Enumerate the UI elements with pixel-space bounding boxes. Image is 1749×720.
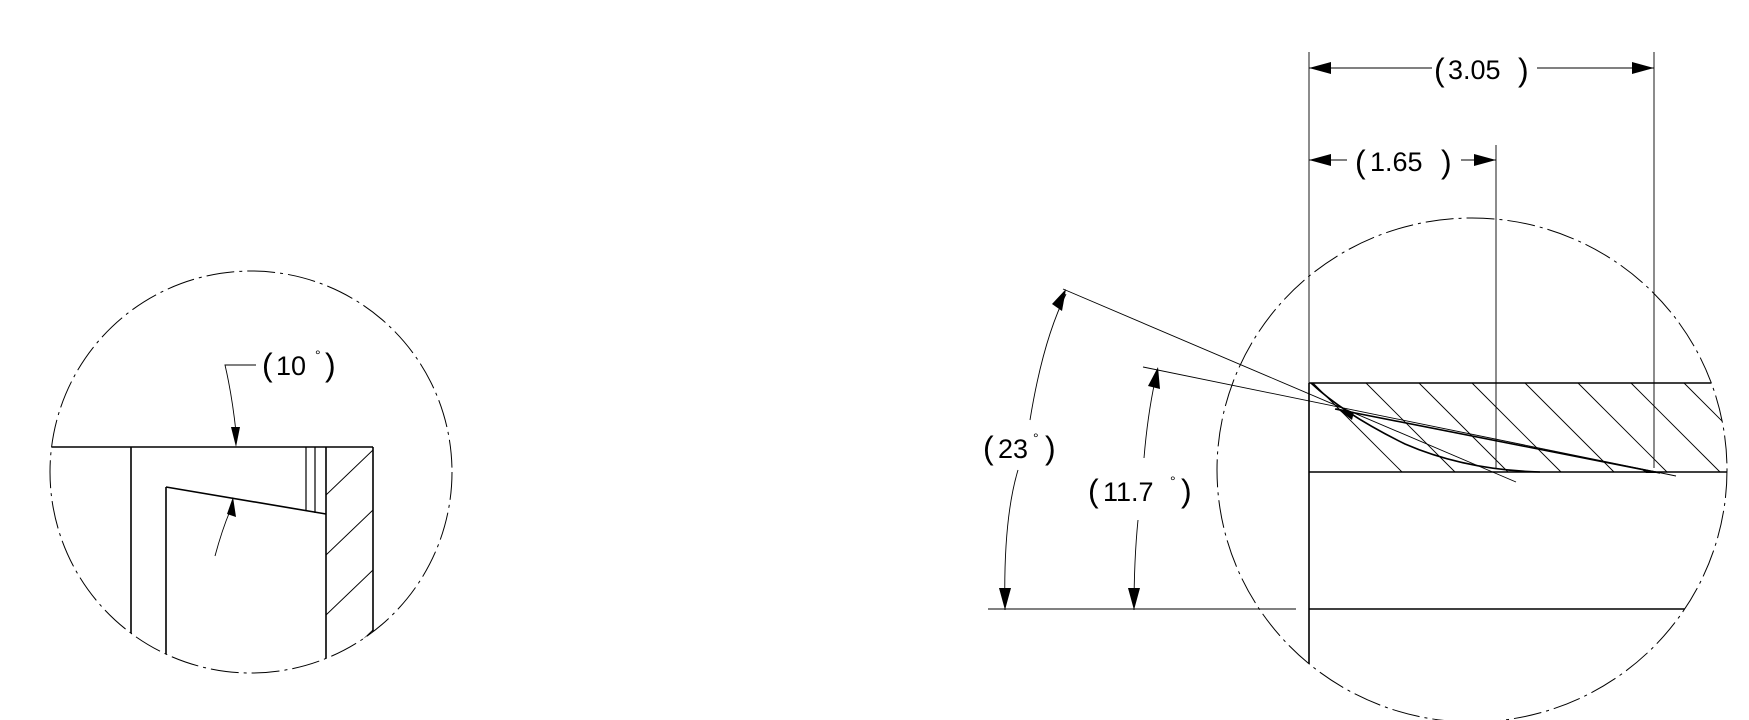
angle-23-degree-symbol: °	[1033, 430, 1039, 446]
left-detail-geometry	[50, 446, 374, 673]
right-detail-boundary-circle	[1216, 217, 1728, 720]
svg-text:): )	[1181, 473, 1192, 509]
angle-10-leader-top	[224, 364, 256, 433]
angle-23-label: 23	[998, 434, 1028, 464]
dimension-1-65: ( 1.65 )	[1309, 144, 1496, 180]
dimension-3-05: ( 3.05 )	[1309, 52, 1654, 88]
angle-11-7-reference-line	[1142, 366, 1677, 477]
angle-23-reference-line	[1062, 288, 1517, 483]
svg-text:(: (	[1088, 473, 1099, 509]
angle-10-label: 10	[276, 351, 306, 381]
angle-10-degree-symbol: °	[315, 347, 321, 363]
left-detail-boundary-circle	[49, 270, 453, 674]
dimension-1-65-label: 1.65	[1370, 147, 1423, 177]
svg-text:): )	[1045, 430, 1056, 466]
svg-text:): )	[325, 347, 336, 383]
angle-23-dimension: ( 23 ° )	[983, 289, 1067, 611]
right-detail-view: ( 3.05 ) ( 1.65 ) ( 23 ° )	[983, 52, 1728, 720]
angle-10-leader-bottom	[214, 510, 231, 557]
angle-10-arrowhead-bottom	[227, 497, 236, 517]
angle-11-7-label: 11.7	[1103, 477, 1154, 507]
dimension-3-05-label: 3.05	[1448, 55, 1501, 85]
svg-text:(: (	[1434, 52, 1445, 88]
svg-text:(: (	[1355, 144, 1366, 180]
left-detail-view: ( 10 ° )	[49, 270, 453, 674]
svg-text:): )	[1441, 144, 1452, 180]
angle-10-arrowhead-top	[231, 427, 240, 447]
svg-text:(: (	[983, 430, 994, 466]
svg-text:): )	[1518, 52, 1529, 88]
angle-11-7-dimension: ( 11.7 ° )	[1088, 367, 1192, 611]
angle-11-7-degree-symbol: °	[1170, 473, 1176, 489]
svg-text:(: (	[262, 347, 273, 383]
right-detail-geometry	[1308, 382, 1727, 668]
